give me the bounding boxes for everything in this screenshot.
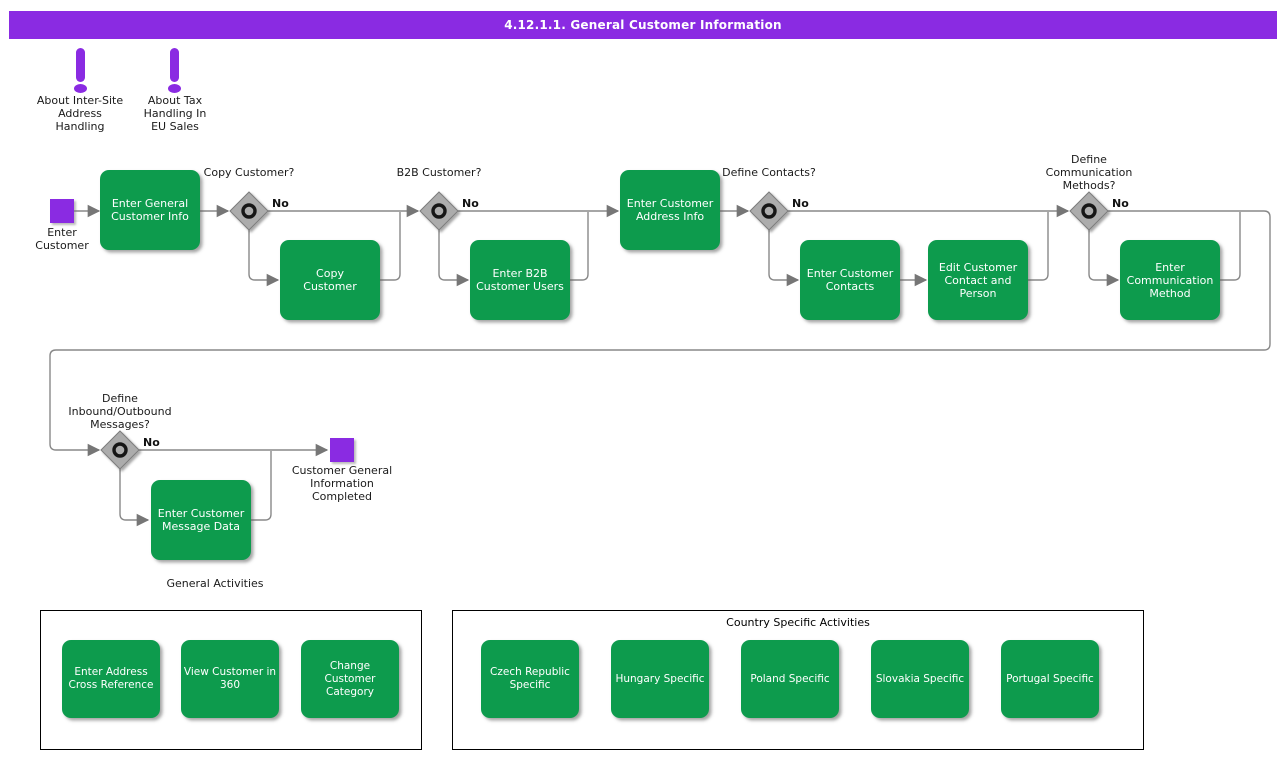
activity-copy-customer[interactable]: Copy Customer	[280, 240, 380, 320]
branch-label-no: No	[792, 197, 809, 210]
activity-change-customer-category[interactable]: Change Customer Category	[301, 640, 399, 718]
activity-enter-customer-contacts[interactable]: Enter Customer Contacts	[800, 240, 900, 320]
diagram-title-bar: 4.12.1.1. General Customer Information	[9, 11, 1277, 39]
activity-enter-communication-method[interactable]: Enter Communication Method	[1120, 240, 1220, 320]
exclamation-icon[interactable]	[76, 48, 85, 82]
exclamation-icon[interactable]	[74, 84, 87, 93]
flow-connector	[248, 230, 280, 287]
activity-label: Hungary Specific	[615, 672, 705, 685]
flow-connector-merge	[251, 451, 272, 521]
branch-label-no: No	[143, 436, 160, 449]
activity-poland-specific[interactable]: Poland Specific	[741, 640, 839, 718]
flow-connector	[438, 230, 470, 287]
flow-connector-merge	[1220, 212, 1241, 281]
decision-question: Define Inbound/Outbound Messages?	[68, 392, 172, 431]
exclamation-icon[interactable]	[170, 48, 179, 82]
activity-hungary-specific[interactable]: Hungary Specific	[611, 640, 709, 718]
activity-label: Enter Customer Message Data	[157, 507, 245, 533]
activity-view-customer-in-360[interactable]: View Customer in 360	[181, 640, 279, 718]
decision-question: Define Contacts?	[722, 166, 816, 179]
flow-connector	[119, 469, 150, 527]
activity-enter-customer-address-info[interactable]: Enter Customer Address Info	[620, 170, 720, 250]
activity-label: Enter Communication Method	[1126, 260, 1214, 300]
decision-define-communication-methods	[1069, 191, 1109, 231]
activity-label: Enter Customer Contacts	[806, 267, 894, 293]
flow-connector-merge	[1028, 212, 1049, 281]
activity-label: View Customer in 360	[183, 666, 277, 691]
flow-connector	[768, 230, 800, 287]
start-node	[50, 199, 74, 223]
activity-label: Enter B2B Customer Users	[476, 267, 564, 293]
activity-label: Portugal Specific	[1006, 672, 1094, 685]
activity-portugal-specific[interactable]: Portugal Specific	[1001, 640, 1099, 718]
activity-enter-customer-message-data[interactable]: Enter Customer Message Data	[151, 480, 251, 560]
activity-label: Slovakia Specific	[875, 672, 965, 685]
activity-label: Copy Customer	[303, 267, 357, 293]
activity-czech-republic-specific[interactable]: Czech Republic Specific	[481, 640, 579, 718]
decision-copy-customer	[229, 191, 269, 231]
activity-label: Change Customer Category	[324, 659, 376, 698]
end-node-label: Customer General Information Completed	[291, 464, 393, 503]
branch-label-no: No	[1112, 197, 1129, 210]
flow-connector-merge	[570, 212, 589, 281]
flow-connector-merge	[380, 212, 401, 281]
decision-question: Define Communication Methods?	[1045, 153, 1133, 192]
diagram-title: 4.12.1.1. General Customer Information	[504, 18, 782, 32]
activity-enter-address-cross-reference[interactable]: Enter Address Cross Reference	[62, 640, 160, 718]
activity-label: Enter General Customer Info	[111, 197, 189, 223]
decision-question: B2B Customer?	[396, 166, 482, 179]
activity-enter-general-customer-info[interactable]: Enter General Customer Info	[100, 170, 200, 250]
activity-edit-customer-contact-and-person[interactable]: Edit Customer Contact and Person	[928, 240, 1028, 320]
activity-enter-b2b-customer-users[interactable]: Enter B2B Customer Users	[470, 240, 570, 320]
activity-label: Enter Address Cross Reference	[68, 666, 154, 691]
branch-label-no: No	[272, 197, 289, 210]
note-label[interactable]: About Tax Handling In EU Sales	[143, 94, 207, 133]
decision-question: Copy Customer?	[203, 166, 295, 179]
flow-connector-wrap	[49, 210, 1271, 457]
start-node-label: Enter Customer	[35, 226, 89, 252]
flow-connector	[1088, 230, 1120, 287]
activity-slovakia-specific[interactable]: Slovakia Specific	[871, 640, 969, 718]
activity-label: Enter Customer Address Info	[626, 197, 714, 223]
activity-label: Edit Customer Contact and Person	[938, 260, 1018, 300]
branch-label-no: No	[462, 197, 479, 210]
group-title-general-activities: General Activities	[166, 577, 264, 590]
decision-define-contacts	[749, 191, 789, 231]
end-node	[330, 438, 354, 462]
activity-label: Poland Specific	[750, 672, 830, 685]
decision-b2b-customer	[419, 191, 459, 231]
group-title-country-specific-activities: Country Specific Activities	[726, 616, 870, 629]
exclamation-icon[interactable]	[168, 84, 181, 93]
decision-define-inbound-outbound-messages	[100, 430, 140, 470]
note-label[interactable]: About Inter-Site Address Handling	[36, 94, 124, 133]
activity-label: Czech Republic Specific	[490, 666, 570, 691]
